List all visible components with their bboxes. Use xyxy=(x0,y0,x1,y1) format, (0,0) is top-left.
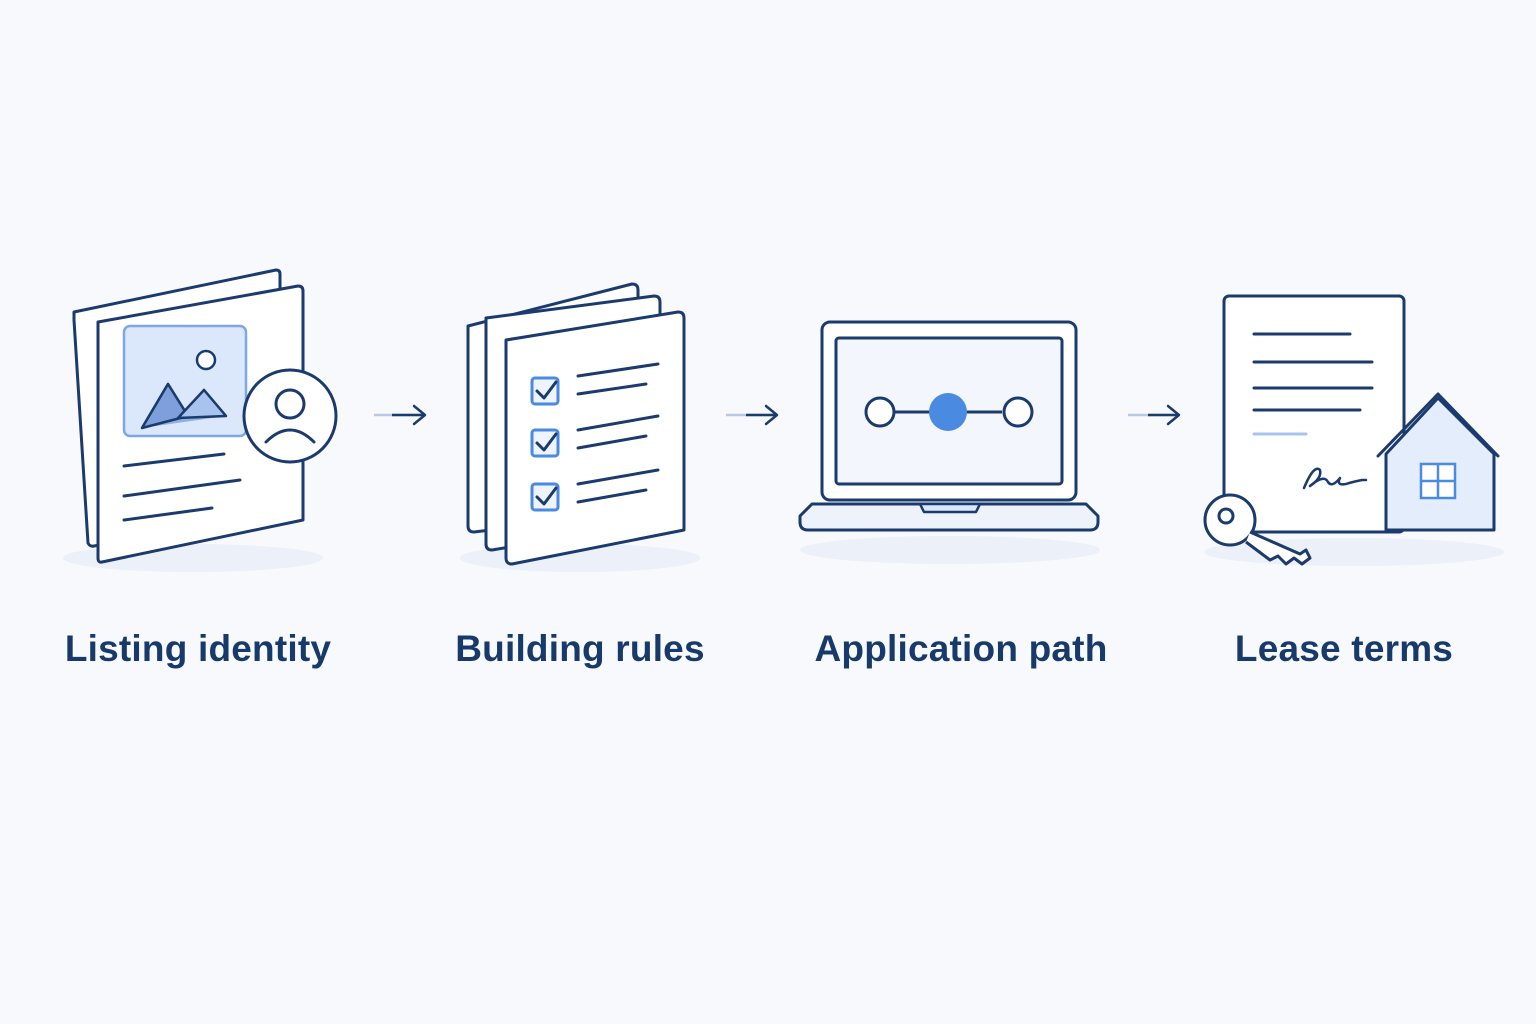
checklist-documents-icon xyxy=(460,282,700,572)
step-label: Listing identity xyxy=(64,628,332,669)
arrow-right-icon xyxy=(1126,400,1186,430)
step-lease-terms: Lease terms xyxy=(1174,250,1514,690)
step-label: Lease terms xyxy=(1234,628,1454,669)
step-application-path: Application path xyxy=(790,250,1130,690)
signed-lease-house-key-icon xyxy=(1203,294,1504,566)
step-listing-identity: Listing identity xyxy=(28,250,368,690)
arrow-right-icon xyxy=(372,400,432,430)
listing-document-with-photo-and-profile-icon xyxy=(63,268,338,572)
laptop-progress-steps-icon xyxy=(798,320,1100,564)
step-label: Application path xyxy=(814,628,1108,669)
step-building-rules: Building rules xyxy=(410,250,750,690)
step-label: Building rules xyxy=(455,628,705,669)
arrow-right-icon xyxy=(724,400,784,430)
